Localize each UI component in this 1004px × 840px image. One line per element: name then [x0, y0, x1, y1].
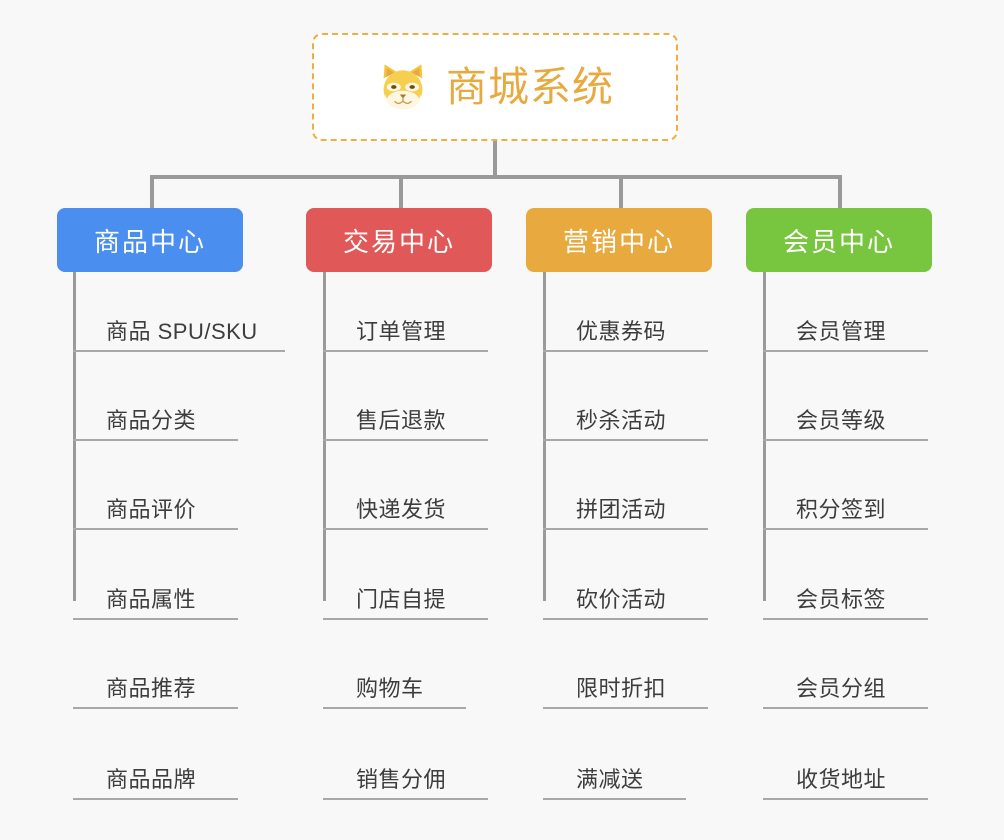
- drop-line-4: [838, 175, 842, 210]
- branch-trunk-4: [763, 272, 766, 601]
- leaf-underline: [323, 528, 488, 530]
- drop-line-3: [619, 175, 623, 210]
- leaf-label: 会员标签: [796, 587, 887, 612]
- leaf-label: 商品分类: [106, 408, 197, 433]
- root-title: 商城系统: [446, 63, 614, 110]
- leaf-underline: [763, 528, 928, 530]
- leaf-label: 商品推荐: [106, 676, 197, 701]
- leaf-label: 商品 SPU/SKU: [106, 319, 258, 344]
- leaf-label: 订单管理: [356, 319, 447, 344]
- leaf-underline: [543, 707, 708, 709]
- leaf-underline: [323, 439, 488, 441]
- category-box-4[interactable]: 会员中心: [746, 208, 932, 272]
- leaf-underline: [543, 798, 686, 800]
- leaf-label: 会员等级: [796, 408, 887, 433]
- leaf-label: 商品品牌: [106, 767, 197, 792]
- leaf-underline: [763, 618, 928, 620]
- leaf-label: 满减送: [576, 767, 644, 792]
- leaf-underline: [763, 350, 928, 352]
- branch-trunk-3: [543, 272, 546, 601]
- leaf-underline: [73, 618, 238, 620]
- leaf-underline: [543, 528, 708, 530]
- leaf-label: 会员管理: [796, 319, 887, 344]
- leaf-underline: [73, 439, 238, 441]
- leaf-label: 售后退款: [356, 408, 447, 433]
- leaf-underline: [543, 439, 708, 441]
- category-box-2[interactable]: 交易中心: [306, 208, 492, 272]
- leaf-label: 商品评价: [106, 497, 197, 522]
- shiba-mascot-icon: [383, 64, 423, 110]
- leaf-label: 限时折扣: [576, 676, 667, 701]
- leaf-underline: [323, 707, 466, 709]
- leaf-underline: [763, 439, 928, 441]
- bus-bar-line: [150, 175, 842, 179]
- leaf-label: 收货地址: [796, 767, 887, 792]
- leaf-label: 优惠券码: [576, 319, 667, 344]
- leaf-underline: [73, 798, 238, 800]
- leaf-label: 积分签到: [796, 497, 887, 522]
- root-stem-line: [493, 141, 497, 179]
- leaf-underline: [543, 350, 708, 352]
- leaf-label: 拼团活动: [576, 497, 667, 522]
- leaf-underline: [323, 798, 488, 800]
- leaf-label: 购物车: [356, 676, 424, 701]
- leaf-underline: [73, 707, 238, 709]
- leaf-underline: [763, 798, 928, 800]
- branch-trunk-2: [323, 272, 326, 601]
- branch-trunk-1: [73, 272, 76, 601]
- leaf-label: 会员分组: [796, 676, 887, 701]
- leaf-underline: [73, 528, 238, 530]
- leaf-label: 销售分佣: [356, 767, 447, 792]
- leaf-label: 砍价活动: [576, 587, 667, 612]
- category-box-3[interactable]: 营销中心: [526, 208, 712, 272]
- leaf-underline: [323, 350, 488, 352]
- leaf-underline: [543, 618, 708, 620]
- drop-line-1: [150, 175, 154, 210]
- leaf-underline: [763, 707, 928, 709]
- leaf-label: 门店自提: [356, 587, 447, 612]
- drop-line-2: [399, 175, 403, 210]
- leaf-label: 快递发货: [356, 497, 447, 522]
- category-box-1[interactable]: 商品中心: [57, 208, 243, 272]
- leaf-label: 秒杀活动: [576, 408, 667, 433]
- leaf-underline: [73, 350, 285, 352]
- leaf-underline: [323, 618, 488, 620]
- leaf-label: 商品属性: [106, 587, 197, 612]
- root-node[interactable]: 商城系统: [312, 33, 678, 141]
